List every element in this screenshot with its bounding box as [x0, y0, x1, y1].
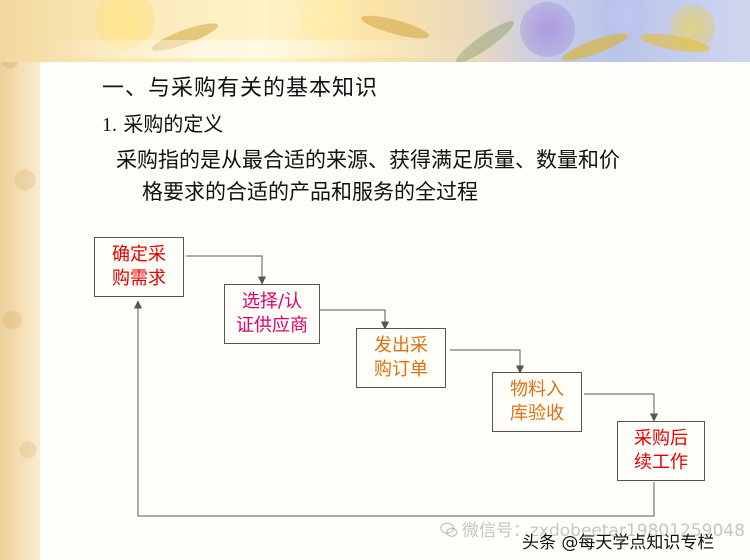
wechat-watermark: 微信号：zxdobeetar19801259048 [440, 516, 745, 541]
slide-heading: 一、与采购有关的基本知识 [102, 76, 379, 101]
flow-step-3-line-2: 购订单 [374, 359, 428, 380]
parchment-border [0, 0, 40, 560]
arrow-step4-to-step5 [584, 393, 659, 422]
arrow-step1-to-step2 [186, 255, 267, 285]
flow-step-1-line-2: 购需求 [112, 268, 166, 289]
wechat-icon [440, 522, 458, 537]
flow-step-issue-order: 发出采 购订单 [356, 328, 446, 388]
decorative-header-banner [0, 0, 750, 62]
definition-line-2: 格要求的合适的产品和服务的全过程 [142, 180, 478, 204]
flow-step-4-line-1: 物料入 [510, 379, 564, 400]
arrow-feedback-loop [133, 300, 655, 517]
flow-step-follow-up: 采购后 续工作 [617, 421, 705, 481]
section-title: 采购的定义 [123, 112, 224, 136]
flow-step-4-line-2: 库验收 [510, 403, 564, 424]
flow-step-3-line-1: 发出采 [374, 335, 428, 356]
wechat-id-text: 微信号：zxdobeetar19801259048 [462, 521, 745, 541]
definition-line-1: 采购指的是从最合适的来源、获得满足质量、数量和价 [116, 148, 620, 172]
arrow-step2-to-step3 [320, 309, 390, 330]
flow-step-receive-inspect: 物料入 库验收 [492, 372, 582, 432]
definition-text: 采购指的是从最合适的来源、获得满足质量、数量和价 格要求的合适的产品和服务的全过… [116, 144, 726, 208]
section-number: 1. [102, 114, 117, 136]
flow-step-2-line-1: 选择/认 [241, 291, 303, 312]
flow-step-2-line-2: 证供应商 [236, 315, 308, 336]
section-heading: 1. 采购的定义 [102, 108, 223, 137]
toutiao-source-badge: 头条 @每天学点知识专栏 [522, 533, 715, 553]
flow-step-1-line-1: 确定采 [112, 244, 166, 265]
arrow-step3-to-step4 [450, 349, 525, 374]
flow-step-determine-needs: 确定采 购需求 [94, 237, 184, 297]
flow-step-select-supplier: 选择/认 证供应商 [224, 284, 320, 344]
flow-step-5-line-2: 续工作 [634, 452, 688, 473]
flow-step-5-line-1: 采购后 [634, 428, 688, 449]
